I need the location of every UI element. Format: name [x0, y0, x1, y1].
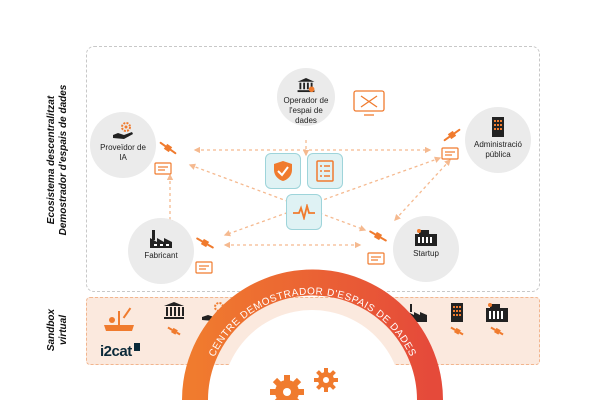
- office-building-icon: [492, 117, 504, 137]
- node-proveidor-line1: Proveïdor de: [100, 143, 146, 152]
- monitor-tools-icon: [353, 90, 385, 116]
- node-proveidor-line2: IA: [119, 153, 127, 162]
- node-startup-line1: Startup: [413, 249, 439, 258]
- link-administracio-fabricant: [223, 156, 442, 237]
- startup-building-icon: [415, 229, 437, 246]
- shield-check-icon: [274, 161, 292, 181]
- node-administracio: Administració pública: [465, 107, 531, 173]
- plug-connector-icon: [369, 230, 387, 242]
- node-proveidor: Proveïdor de IA: [90, 112, 156, 178]
- node-operador-line1: Operador de: [283, 96, 329, 105]
- link-proveidor-startup: [188, 163, 367, 232]
- node-administracio-line1: Administració: [473, 140, 522, 149]
- center-heartbeat-box: [286, 194, 322, 230]
- plug-connector-icon: [443, 128, 461, 142]
- plug-connector-icon: [159, 141, 177, 155]
- node-operador: Operador de l'espai de dades: [277, 68, 335, 126]
- center-document-box: [307, 153, 343, 189]
- contract-card-icon: [154, 162, 172, 175]
- node-administracio-line2: pública: [485, 150, 511, 159]
- bank-icon: [297, 78, 315, 93]
- startup-building-icon: [486, 303, 508, 322]
- node-fabricant-line1: Fabricant: [144, 251, 178, 260]
- document-list-icon: [316, 160, 334, 182]
- bank-icon: [164, 302, 184, 319]
- node-operador-line3: dades: [295, 116, 317, 125]
- i2cat-logo: i2cat: [100, 343, 140, 360]
- node-operador-line2: l'espai de: [289, 106, 323, 115]
- contract-card-icon: [195, 261, 213, 274]
- plug-connector-icon: [196, 237, 214, 249]
- factory-icon: [150, 230, 172, 248]
- node-fabricant: Fabricant: [128, 218, 194, 284]
- node-startup: Startup: [393, 216, 459, 282]
- office-building-icon: [451, 303, 463, 322]
- hand-gear-icon: [113, 122, 133, 139]
- sandbox-tools-icon: [104, 307, 134, 331]
- gears-icon: [270, 368, 338, 400]
- i2cat-logo-text: i2cat: [100, 343, 132, 360]
- heartbeat-icon: [293, 204, 315, 220]
- contract-card-icon: [441, 147, 459, 160]
- center-shield-box: [265, 153, 301, 189]
- contract-card-icon: [367, 252, 385, 265]
